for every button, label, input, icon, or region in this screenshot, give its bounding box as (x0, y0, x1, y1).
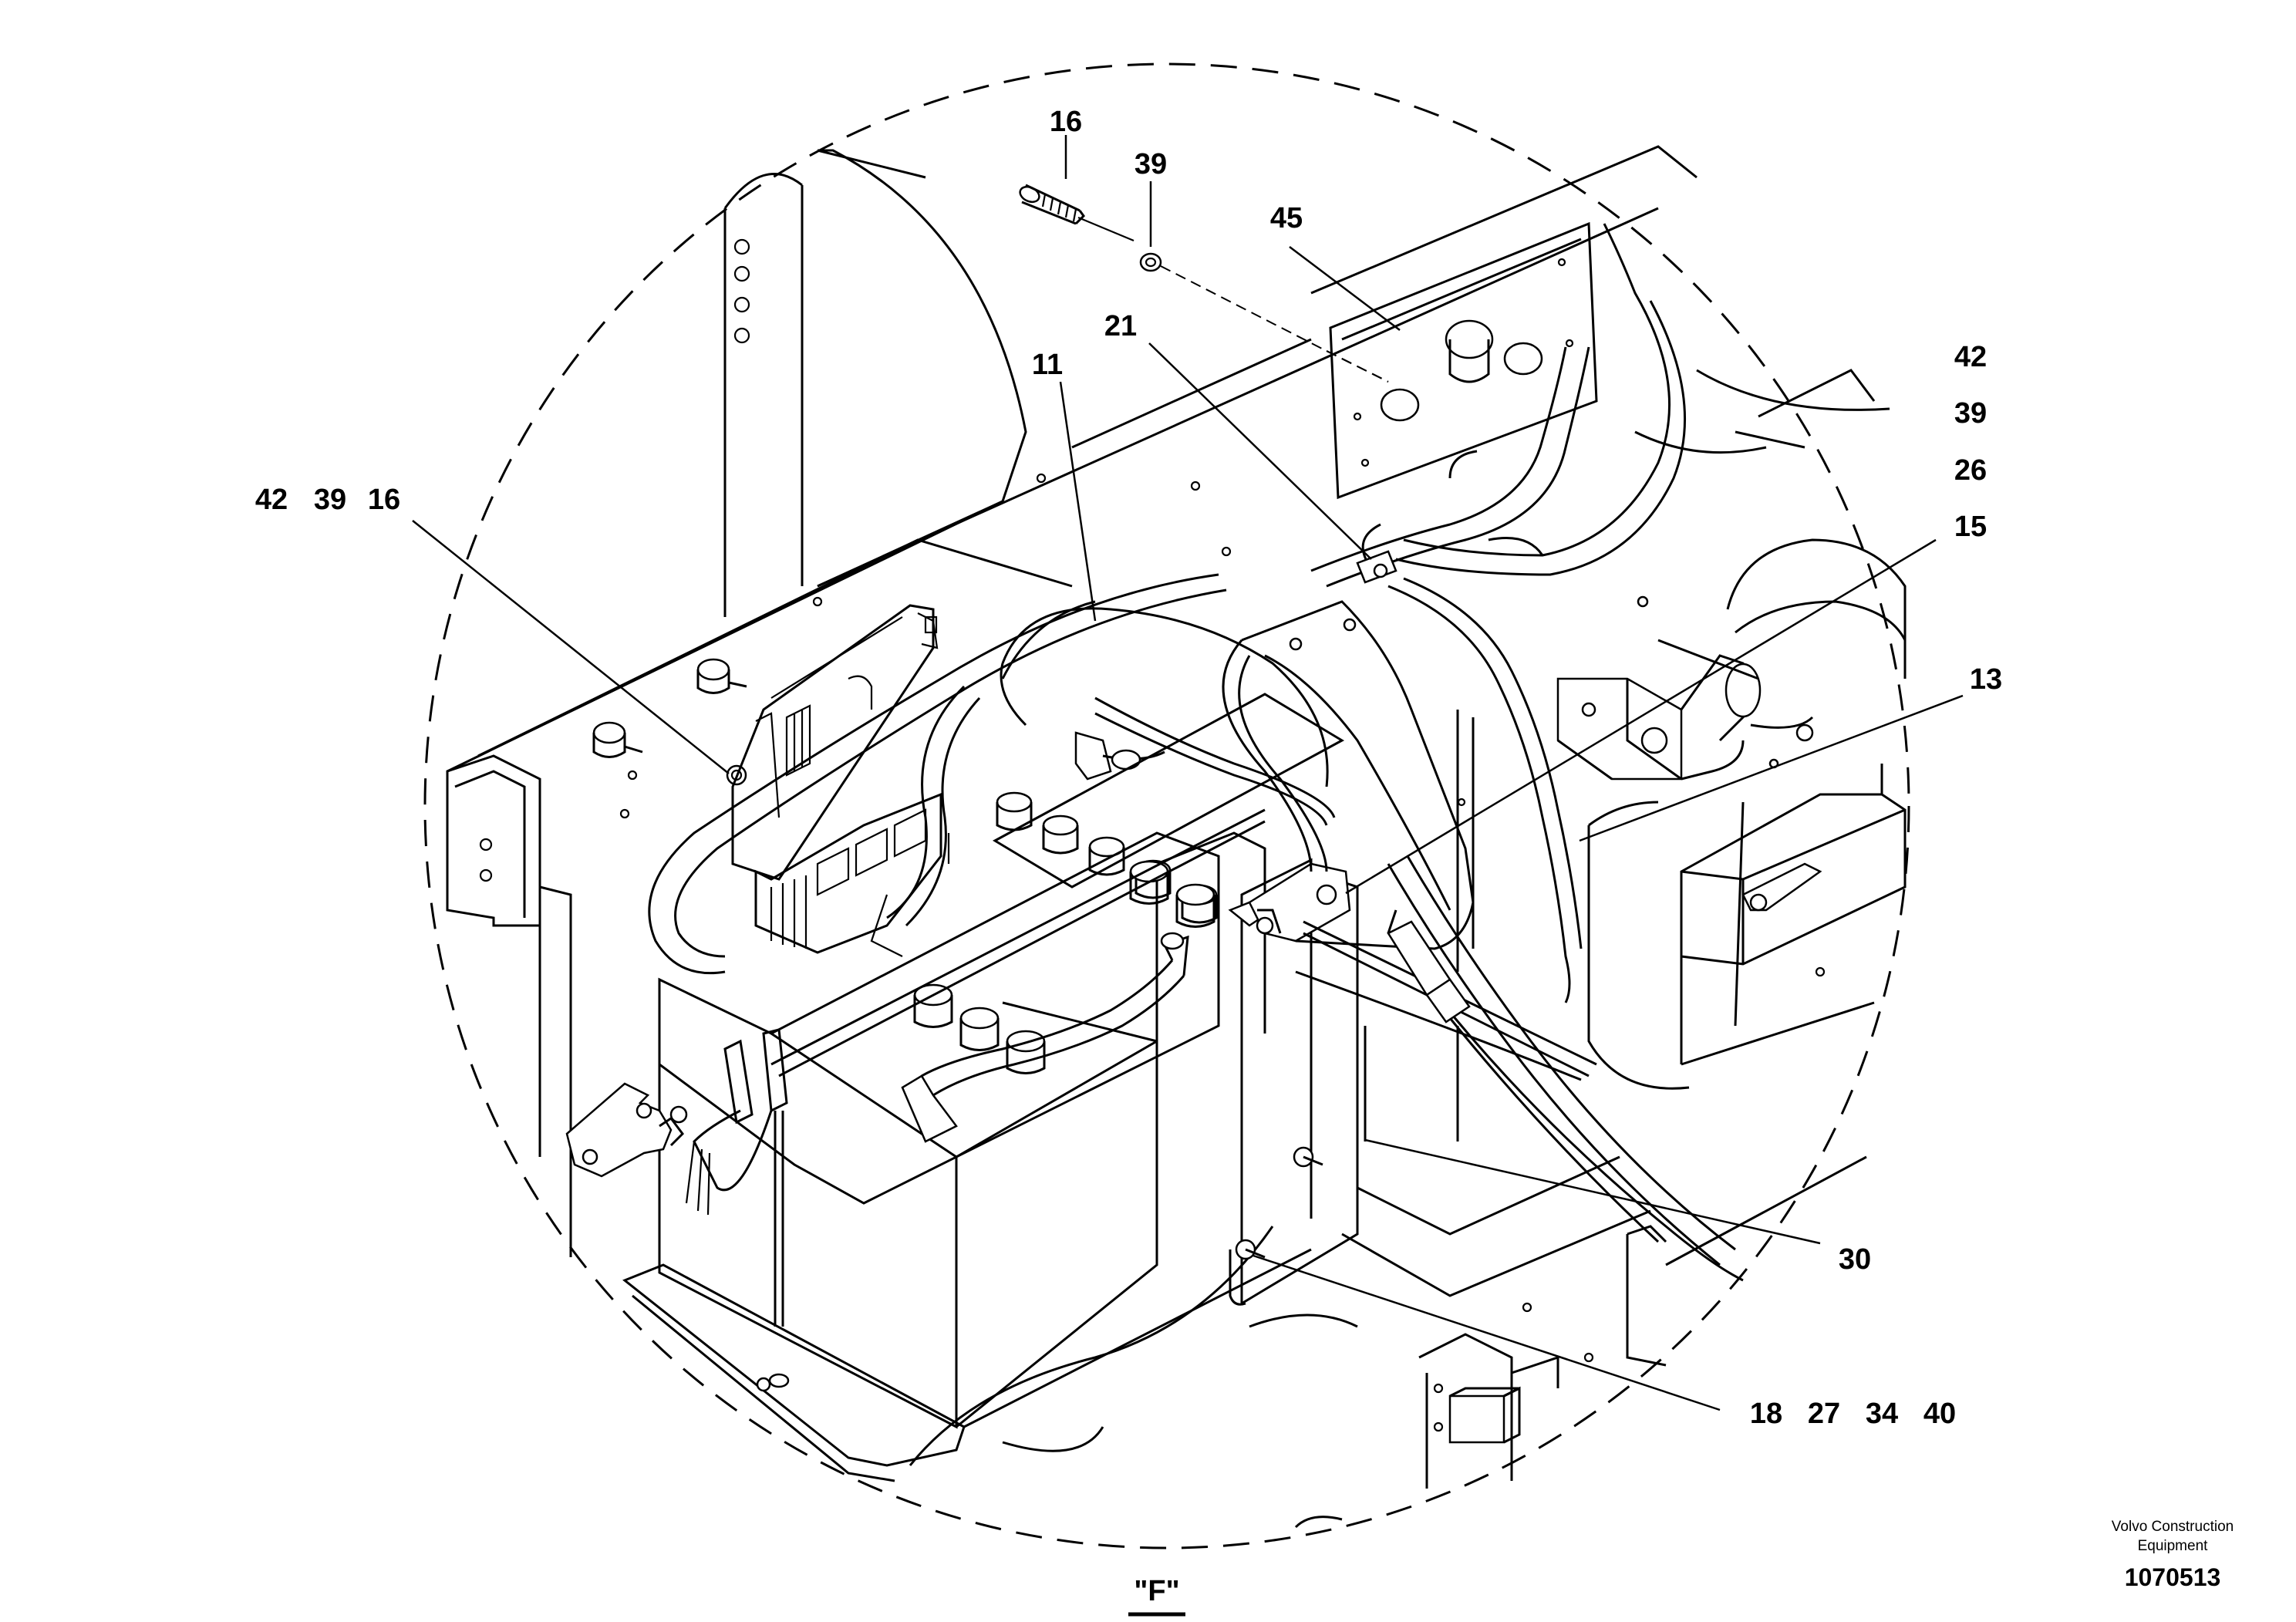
machine-illustration (446, 145, 1907, 1529)
callout-13: 13 (1970, 663, 2002, 696)
battery-rear (1129, 831, 1266, 1041)
upper-clamp-bracket (1248, 862, 1351, 943)
detail-view-boundary (423, 62, 1910, 1549)
callout-15: 15 (1954, 511, 1987, 543)
callout-39-left: 39 (314, 484, 346, 516)
control-unit (731, 604, 939, 881)
callout-34: 34 (1866, 1398, 1898, 1430)
tie-rod (770, 808, 1597, 1077)
assembly-centerline (1160, 265, 1327, 352)
battery-terminal-left (685, 1028, 790, 1388)
center-post (1364, 710, 1475, 1141)
callout-26-right: 26 (1954, 454, 1987, 487)
bolt-left-b (592, 721, 643, 758)
view-label: "F" (1134, 1575, 1179, 1607)
brand-line-2: Equipment (2138, 1538, 2209, 1554)
battery-cable (901, 932, 1189, 1143)
cable-tie (1356, 550, 1397, 584)
connector-block (754, 792, 950, 957)
exploded-washer-39 (1139, 252, 1162, 272)
callout-45: 45 (1270, 202, 1303, 234)
inline-connector (1387, 909, 1471, 1023)
callout-18: 18 (1750, 1398, 1782, 1430)
callout-16-left: 16 (368, 484, 400, 516)
upper-harness (1222, 223, 1687, 1003)
callout-42-left: 42 (255, 484, 288, 516)
leader-lines (412, 135, 1964, 1411)
center-drum (1000, 607, 1329, 787)
callout-21: 21 (1104, 310, 1137, 342)
callout-40: 40 (1923, 1398, 1956, 1430)
brand-line-1: Volvo Construction (2112, 1519, 2234, 1535)
sensor-connector (1074, 731, 1165, 781)
callout-labels: 16 39 45 21 11 42 39 26 15 13 42 39 16 3… (255, 106, 2002, 1430)
wire-harness-left (648, 573, 1336, 975)
callout-16-top: 16 (1050, 106, 1082, 138)
callout-30: 30 (1839, 1243, 1871, 1276)
lower-bracket (1341, 1155, 1651, 1489)
wire-harness-right (1295, 855, 1744, 1282)
callout-11: 11 (1032, 349, 1063, 381)
right-frame (1488, 430, 1907, 1367)
bulkhead-plate (1329, 221, 1598, 500)
callout-39-top: 39 (1135, 148, 1167, 180)
callout-39-right: 39 (1954, 397, 1987, 430)
ground-strap-bracket (565, 1082, 688, 1178)
bolt-left-a (696, 658, 747, 694)
support-arm (1241, 600, 1475, 950)
battery-tray (622, 1226, 1312, 1482)
exploded-bolt-16 (1019, 184, 1135, 242)
callout-42-right: 42 (1954, 341, 1987, 373)
callout-27: 27 (1808, 1398, 1840, 1430)
battery-front (658, 831, 1220, 1429)
document-number: 1070513 (2125, 1563, 2221, 1591)
